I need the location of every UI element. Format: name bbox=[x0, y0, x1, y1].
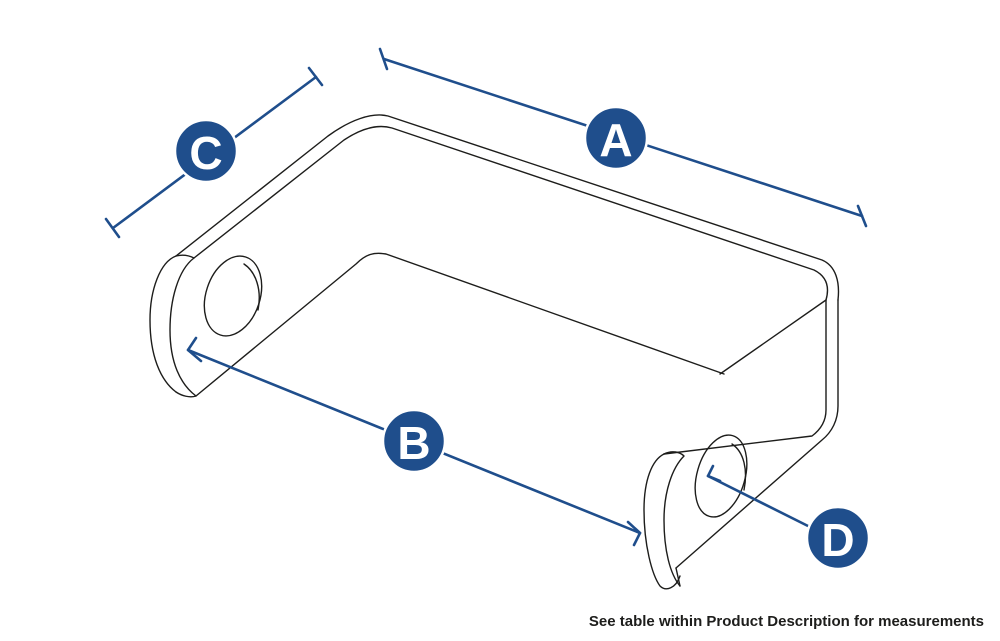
left-leg-front-face bbox=[149, 255, 177, 393]
dimension-b-arrowhead-end bbox=[626, 520, 642, 547]
dimension-d-badge bbox=[805, 505, 871, 571]
base-outer-edge bbox=[175, 114, 840, 301]
dimension-b-label: B bbox=[397, 417, 430, 469]
dimension-c-tick-end bbox=[307, 66, 324, 87]
dimension-d-line bbox=[706, 474, 814, 530]
base-inner-edge bbox=[193, 125, 829, 301]
dimension-d-arrowhead bbox=[706, 464, 722, 483]
right-leg-thickness bbox=[663, 451, 685, 587]
dimension-a-label: A bbox=[599, 114, 632, 166]
right-leg-hole bbox=[694, 434, 748, 518]
right-leg-side-face bbox=[675, 299, 839, 569]
right-leg-bottom bbox=[675, 567, 681, 587]
right-leg-bend-edge bbox=[663, 299, 827, 455]
dimension-a: A bbox=[378, 47, 868, 228]
dimension-c-label: C bbox=[189, 127, 222, 179]
dimension-a-tick-start bbox=[378, 47, 389, 71]
dimension-a-badge bbox=[583, 105, 649, 171]
dimension-b-arrowhead-start bbox=[186, 336, 203, 363]
dimension-c: C bbox=[104, 66, 324, 239]
bracket-drawing bbox=[149, 114, 840, 590]
left-leg-hole-depth bbox=[243, 263, 260, 311]
dimension-c-badge bbox=[173, 118, 239, 184]
left-leg-thickness bbox=[169, 254, 197, 398]
right-leg-front-face bbox=[643, 453, 681, 590]
dimension-d: D bbox=[706, 464, 871, 571]
dimension-b-badge bbox=[381, 408, 447, 474]
right-leg-hole-depth bbox=[731, 443, 747, 491]
base-underside-edge bbox=[195, 252, 725, 397]
base-underside-right bbox=[719, 299, 827, 375]
measurement-footnote: See table within Product Description for… bbox=[588, 613, 984, 630]
dimension-a-tick-end bbox=[856, 204, 868, 228]
dimension-b: B bbox=[186, 336, 642, 547]
dimension-c-tick-start bbox=[104, 217, 121, 239]
dimension-d-label: D bbox=[821, 514, 854, 566]
